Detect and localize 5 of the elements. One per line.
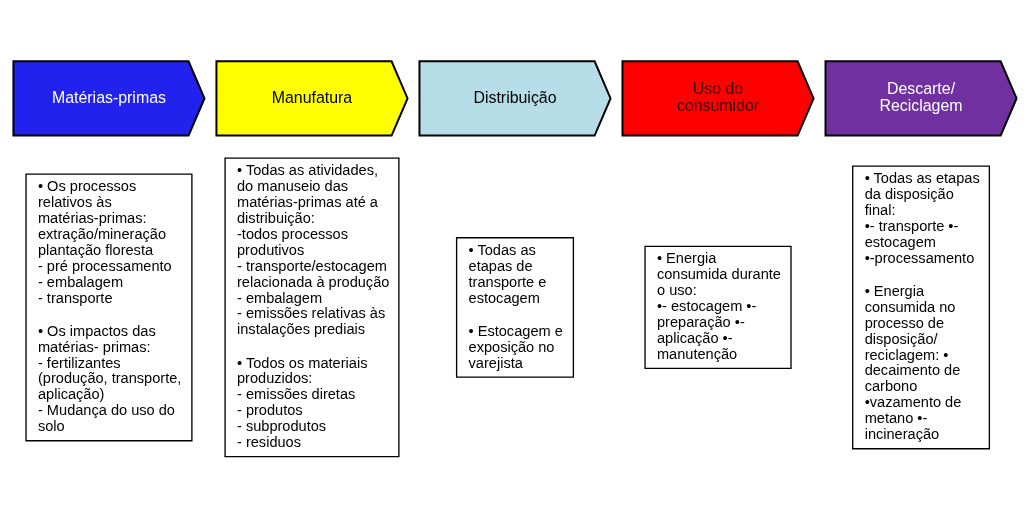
node-box: • Todas as atividades, do manuseio das matérias-primas até a distribuição: -todos processos produtivos - transporte/estocagem relacionada à produção - embalagem - emissões relativas às instalações prediais • Todos os materiais produzidos: - emissões diretas - produtos - subprodutos - residuos [224, 156, 400, 457]
node-box: • Os processos relativos às matérias-primas: extração/mineração plantação floresta - pré processamento - embalagem - transporte • Os impactos das matérias- primas: - fertilizantes (produção, transporte, aplicação) - Mudança do uso do solo [25, 172, 193, 441]
node-box: • Todas as etapas da disposição final: •- transporte •- estocagem •-processamento • Energia consumida no processo de disposição/ reciclagem: • decaimento de carbono •vazamento de metano •- incineração [852, 164, 991, 449]
node-box: • Energia consumida durante o uso: •- estocagem •- preparação •- aplicação •- manutenção [644, 245, 792, 369]
node-box: • Todas as etapas de transporte e estocagem • Estocagem e exposição no varejista [455, 236, 575, 378]
